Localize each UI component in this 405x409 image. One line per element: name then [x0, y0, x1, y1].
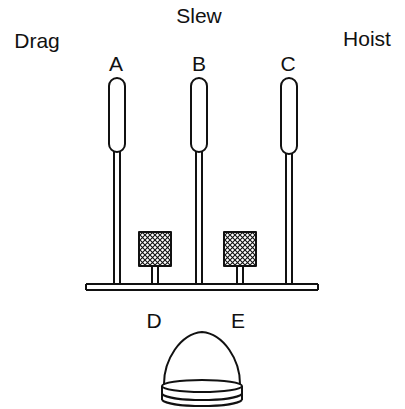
function-label: Slew: [176, 5, 222, 26]
slew-lever: [191, 78, 207, 284]
pedal-d: [139, 232, 171, 284]
base-rail: [86, 284, 318, 290]
drag-lever: [109, 78, 125, 284]
callout-letter: E: [231, 310, 245, 331]
function-label: Hoist: [343, 28, 391, 49]
callout-letter: C: [280, 53, 295, 74]
operator-seat: [162, 332, 242, 406]
callout-letter: B: [192, 53, 206, 74]
pedal-e: [224, 232, 256, 284]
function-label: Drag: [14, 30, 60, 51]
hoist-lever: [281, 78, 297, 284]
callout-letter: D: [146, 310, 161, 331]
callout-letter: A: [109, 53, 123, 74]
